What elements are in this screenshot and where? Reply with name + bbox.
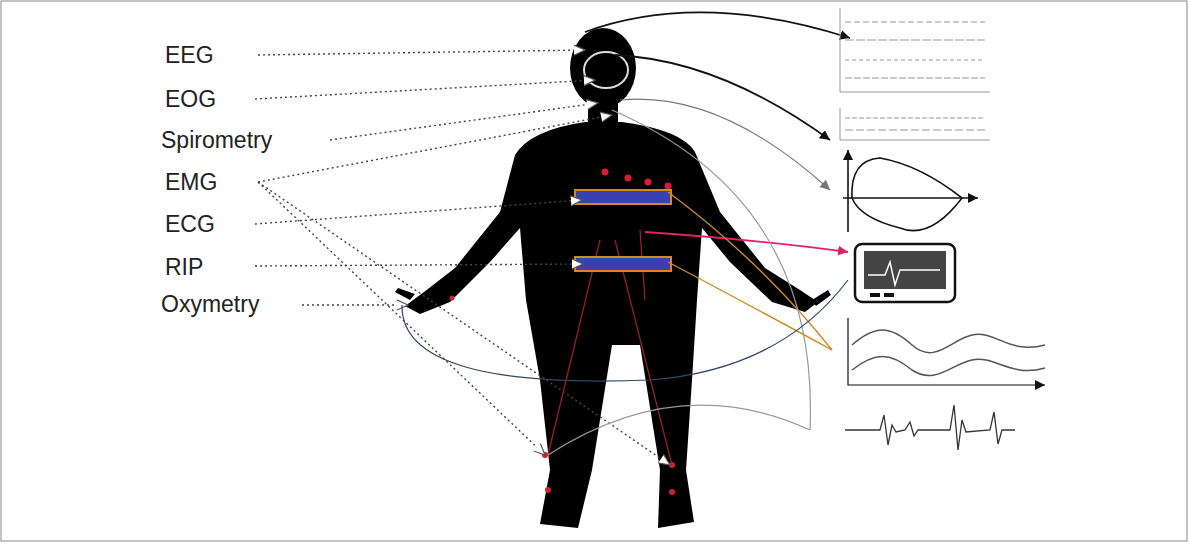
signal-label: Oxymetry [161, 293, 259, 316]
rip-plot [848, 318, 1045, 385]
signal-arrows [402, 12, 850, 455]
leads [548, 230, 672, 465]
eog-plot [840, 108, 990, 140]
flow-volume-loop [843, 150, 978, 232]
signal-label: EOG [165, 88, 216, 111]
signal-label: EEG [165, 44, 214, 67]
rip-band [575, 257, 671, 271]
signal-label: RIP [165, 256, 203, 279]
signal-label: Spirometry [161, 129, 272, 152]
eeg-cap [584, 52, 628, 88]
monitor [855, 244, 955, 302]
body-silhouette [395, 28, 831, 528]
rip-band [575, 190, 671, 204]
signal-label: EMG [165, 171, 217, 194]
leader-arrows [255, 50, 670, 465]
signal-label: ECG [165, 213, 215, 236]
emg-plot [845, 405, 1015, 450]
eeg-plot [840, 8, 990, 92]
